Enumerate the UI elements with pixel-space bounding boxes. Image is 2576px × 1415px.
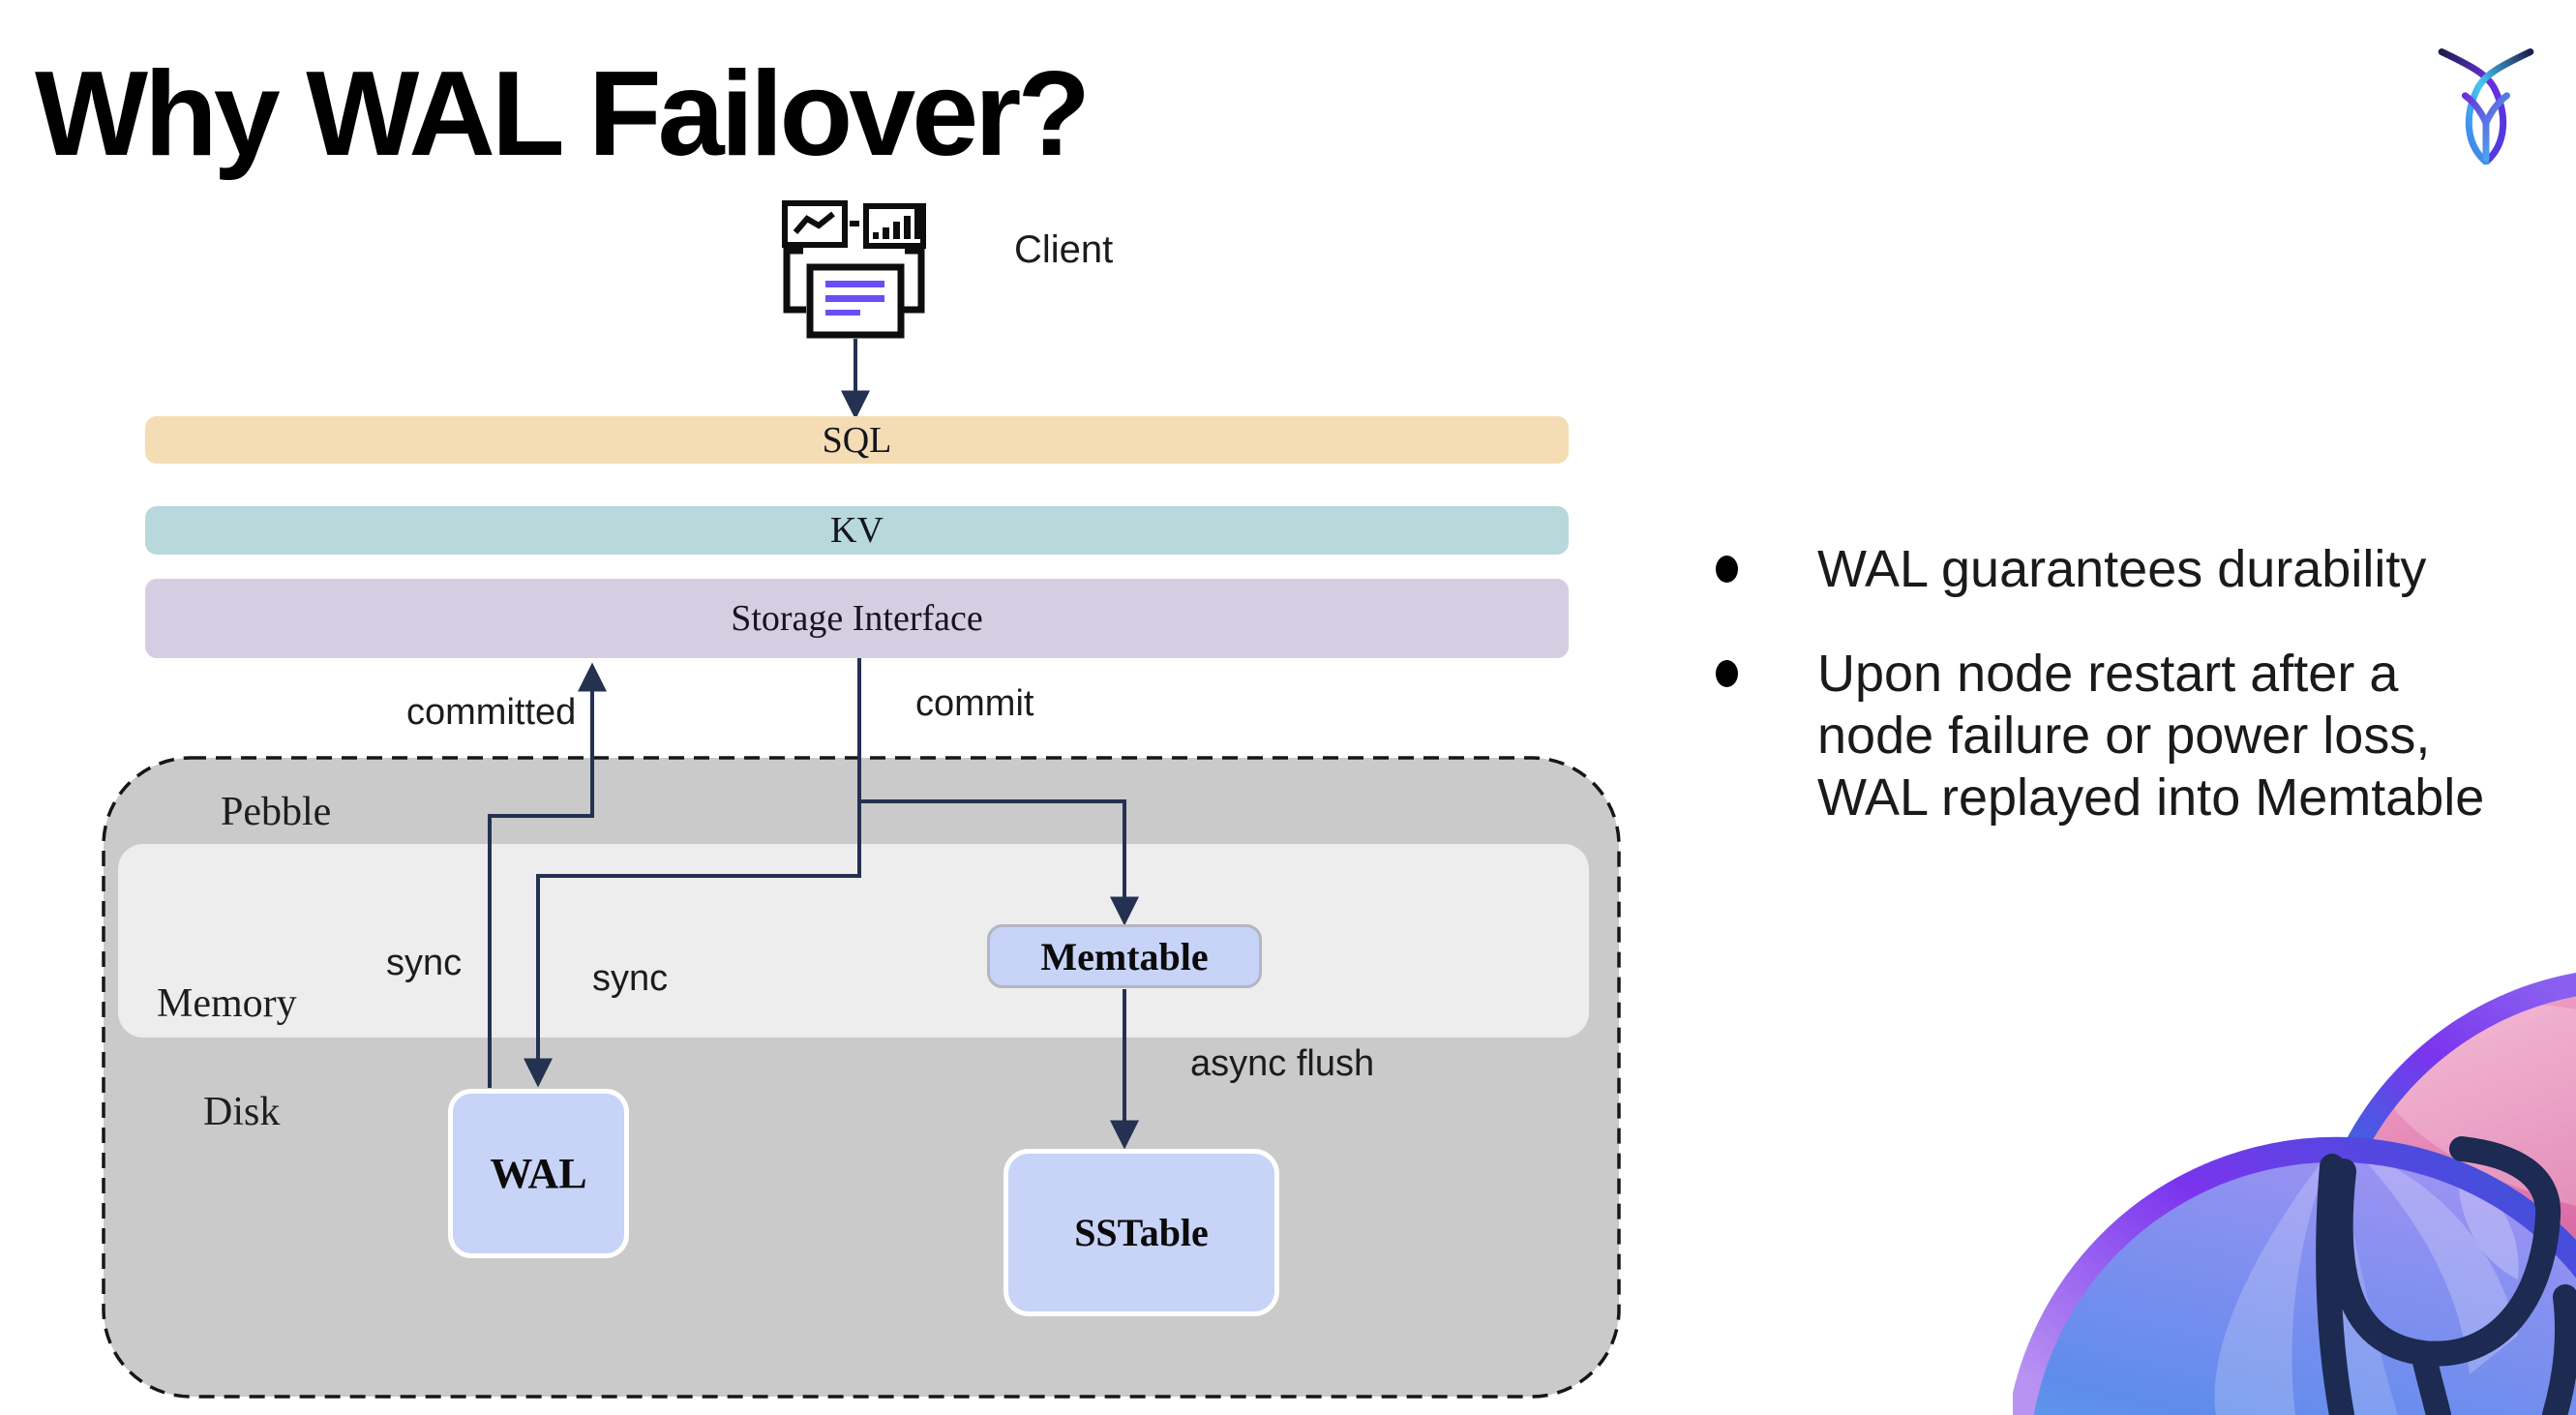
- edge-label-async-flush: async flush: [1190, 1043, 1375, 1084]
- bullet-text: WAL guarantees durability: [1817, 540, 2427, 598]
- layer-kv: KV: [145, 506, 1569, 555]
- layer-sql: SQL: [145, 416, 1569, 464]
- left-bracket-glyph: [783, 247, 806, 314]
- node-memtable-label: Memtable: [1040, 934, 1209, 978]
- client-workstation-icon: [782, 200, 926, 339]
- edge-commit-to-memtable: [859, 799, 1139, 926]
- node-memtable: Memtable: [987, 924, 1262, 988]
- memory-band: [118, 844, 1589, 1038]
- edge-committed: [488, 662, 607, 1088]
- client-label: Client: [1014, 228, 1114, 271]
- node-sstable: SSTable: [1003, 1149, 1279, 1316]
- layer-kv-label: KV: [830, 510, 884, 551]
- edge-label-sync-write: sync: [592, 958, 669, 999]
- node-sstable-label: SSTable: [1074, 1211, 1209, 1254]
- cockroachdb-brand-art: [2013, 973, 2576, 1415]
- bullet-text: Upon node restart after a node failure o…: [1817, 645, 2485, 827]
- edge-label-committed: committed: [406, 692, 577, 733]
- edge-label-commit: commit: [915, 683, 1034, 724]
- list-item: Upon node restart after a node failure o…: [1705, 643, 2537, 828]
- disk-label: Disk: [203, 1090, 281, 1134]
- edge-commit-to-wal: [524, 658, 861, 1088]
- cockroachdb-logo-icon: [2438, 48, 2534, 165]
- memory-label: Memory: [157, 981, 297, 1026]
- bullet-list: WAL guarantees durability Upon node rest…: [1705, 538, 2537, 871]
- layer-storage-interface-label: Storage Interface: [731, 598, 983, 639]
- bar-chart-glyph: [873, 209, 921, 239]
- node-wal-label: WAL: [490, 1150, 587, 1197]
- navy-leaf-strokes: [2316, 1136, 2576, 1415]
- bullet-dot-icon: [1716, 556, 1738, 583]
- pebble-label: Pebble: [221, 790, 332, 834]
- page-title: Why WAL Failover?: [35, 47, 1091, 181]
- bullet-dot-icon: [1716, 660, 1738, 687]
- edge-label-sync-ack: sync: [386, 943, 463, 983]
- list-item: WAL guarantees durability: [1705, 538, 2537, 600]
- node-wal: WAL: [448, 1089, 629, 1258]
- layer-storage-interface: Storage Interface: [145, 579, 1569, 658]
- right-bracket-glyph: [902, 247, 925, 314]
- layer-sql-label: SQL: [822, 419, 892, 461]
